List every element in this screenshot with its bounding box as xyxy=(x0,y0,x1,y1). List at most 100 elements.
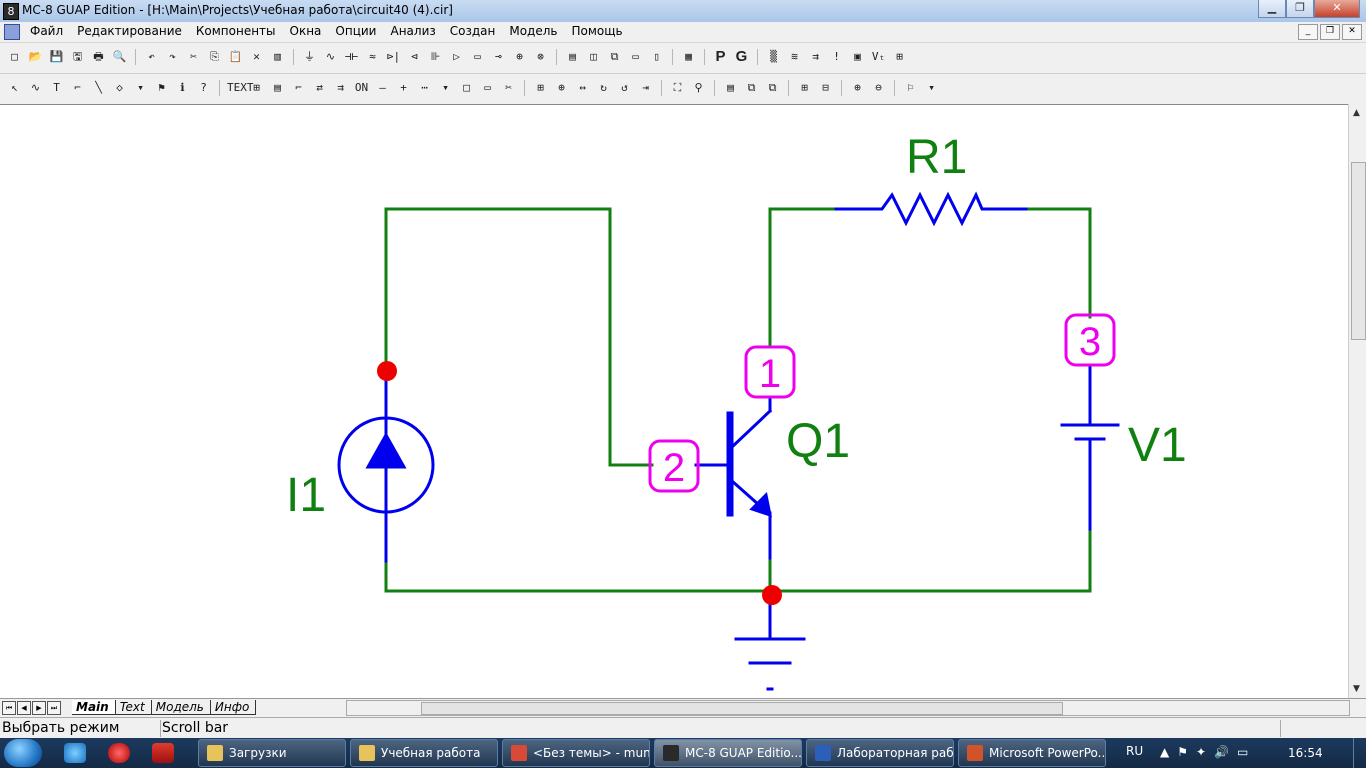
toolbar-button-icon[interactable]: ▥ xyxy=(274,50,281,63)
vertical-scrollbar[interactable]: ▲ ▼ xyxy=(1348,104,1366,698)
toolbar-button-icon[interactable]: 📋 xyxy=(228,50,243,63)
toolbar-button-icon[interactable]: ▭ xyxy=(484,81,491,94)
taskbar-button[interactable]: Загрузки xyxy=(198,739,346,767)
toolbar-button-icon[interactable]: ✂ xyxy=(190,50,197,63)
battery-v1[interactable] xyxy=(1060,365,1120,531)
scroll-down-icon[interactable]: ▼ xyxy=(1353,684,1360,694)
toolbar-button-icon[interactable]: ▦ xyxy=(685,50,692,63)
toolbar-button-icon[interactable]: ▤ xyxy=(274,81,281,94)
toolbar-button-icon[interactable]: ⚐ xyxy=(907,81,914,94)
next-tab-icon[interactable]: ▶ xyxy=(32,701,46,715)
toolbar-button-icon[interactable]: ✕ xyxy=(253,50,260,63)
tab-3[interactable]: Инфо xyxy=(210,700,257,715)
language-indicator[interactable]: RU xyxy=(1126,744,1144,758)
toolbar-button-icon[interactable]: ⊸ xyxy=(495,50,502,63)
toolbar-button-icon[interactable]: ⊕ xyxy=(854,81,861,94)
toolbar-button-icon[interactable]: □ xyxy=(463,81,470,94)
taskbar-button[interactable]: Лабораторная раб... xyxy=(806,739,954,767)
horizontal-scroll-thumb[interactable] xyxy=(421,702,1063,715)
taskbar-button[interactable]: MC-8 GUAP Editio... xyxy=(654,739,802,767)
toolbar-button-icon[interactable]: 🖶 xyxy=(93,50,104,63)
toolbar-button-icon[interactable]: ON xyxy=(354,81,369,94)
network-icon[interactable]: ✦ xyxy=(1196,745,1207,759)
toolbar-button-icon[interactable]: ⊖ xyxy=(875,81,882,94)
toolbar-button-icon[interactable]: ⇉ xyxy=(337,81,344,94)
toolbar-button-icon[interactable]: □ xyxy=(11,50,18,63)
show-hidden-icons-icon[interactable]: ▲ xyxy=(1160,745,1170,759)
toolbar-button-icon[interactable]: ⇥ xyxy=(642,81,649,94)
menu-item[interactable]: Создан xyxy=(449,24,496,38)
toolbar-button-icon[interactable]: ▾ xyxy=(137,81,144,94)
transistor-q1[interactable] xyxy=(694,397,773,563)
menu-item[interactable]: Модель xyxy=(509,24,558,38)
toolbar-button-icon[interactable]: ? xyxy=(200,81,207,94)
toolbar-button-icon[interactable]: ⊟ xyxy=(822,81,829,94)
taskbar-button[interactable]: Microsoft PowerPo... xyxy=(958,739,1106,767)
flag-icon[interactable]: ⚑ xyxy=(1177,745,1188,759)
prev-tab-icon[interactable]: ◀ xyxy=(17,701,31,715)
mdi-minimize-button[interactable]: _ xyxy=(1298,24,1318,40)
toolbar-button-icon[interactable]: + xyxy=(400,81,407,94)
toolbar-button-icon[interactable]: ▾ xyxy=(442,81,449,94)
mdi-restore-button[interactable]: ❐ xyxy=(1320,24,1340,40)
toolbar-button-icon[interactable]: ⊪ xyxy=(430,50,441,63)
opera-icon[interactable] xyxy=(108,743,130,763)
clock[interactable]: 16:54 xyxy=(1288,746,1323,760)
toolbar-button-icon[interactable]: ⇉ xyxy=(812,50,819,63)
toolbar-button-icon[interactable]: ⊗ xyxy=(537,50,544,63)
menu-item[interactable]: Опции xyxy=(335,24,377,38)
toolbar-button-icon[interactable]: 🖫 xyxy=(72,50,83,63)
toolbar-button-icon[interactable]: ▭ xyxy=(632,50,639,63)
toolbar-button-icon[interactable]: — xyxy=(379,81,386,94)
tab-2[interactable]: Модель xyxy=(151,700,211,715)
toolbar-button-icon[interactable]: ⏚ xyxy=(304,50,315,63)
i1-label[interactable]: I1 xyxy=(286,469,326,522)
toolbar-button-icon[interactable]: ⌐ xyxy=(295,81,302,94)
show-desktop-button[interactable] xyxy=(1353,738,1366,768)
toolbar-button-icon[interactable]: 🔍 xyxy=(112,50,127,63)
acrobat-icon[interactable] xyxy=(152,743,174,763)
first-tab-icon[interactable]: ⏮ xyxy=(2,701,16,715)
toolbar-button-icon[interactable]: ↔ xyxy=(579,81,586,94)
scroll-up-icon[interactable]: ▲ xyxy=(1353,108,1360,118)
toolbar-button-icon[interactable]: ⎘ xyxy=(210,50,219,63)
toolbar-button-icon[interactable]: ⚲ xyxy=(694,81,703,94)
toolbar-button-icon[interactable]: ! xyxy=(833,50,840,63)
toolbar-button-icon[interactable]: ⛶ xyxy=(673,81,682,94)
menu-item[interactable]: Окна xyxy=(289,24,322,38)
toolbar-button-icon[interactable]: G xyxy=(735,48,748,65)
toolbar-button-icon[interactable]: 📂 xyxy=(28,50,43,63)
toolbar-button-icon[interactable]: ▷ xyxy=(453,50,460,63)
toolbar-button-icon[interactable]: Vₜ xyxy=(871,50,886,63)
toolbar-button-icon[interactable]: ◫ xyxy=(590,50,597,63)
toolbar-button-icon[interactable]: TEXT xyxy=(227,81,254,94)
current-source-i1[interactable] xyxy=(337,369,435,563)
toolbar-button-icon[interactable]: ⌐ xyxy=(74,81,81,94)
tab-0[interactable]: Main xyxy=(72,700,116,715)
toolbar-button-icon[interactable]: ⚑ xyxy=(158,81,165,94)
toolbar-button-icon[interactable]: T xyxy=(53,81,60,94)
display-icon[interactable]: ▭ xyxy=(1237,745,1249,759)
menu-item[interactable]: Анализ xyxy=(390,24,436,38)
last-tab-icon[interactable]: ⏭ xyxy=(47,701,61,715)
r1-label[interactable]: R1 xyxy=(906,131,967,184)
schematic-canvas[interactable]: R1 Q1 I1 V1 1 2 3 xyxy=(0,104,1348,697)
toolbar-button-icon[interactable]: ↺ xyxy=(621,81,628,94)
mdi-close-button[interactable]: ✕ xyxy=(1342,24,1362,40)
toolbar-button-icon[interactable]: 💾 xyxy=(49,50,64,63)
toolbar-button-icon[interactable]: ⊞ xyxy=(537,81,544,94)
toolbar-button-icon[interactable]: ⧉ xyxy=(610,50,619,63)
internet-explorer-icon[interactable] xyxy=(64,743,86,763)
horizontal-scrollbar[interactable] xyxy=(346,700,1350,716)
toolbar-button-icon[interactable]: ⊳| xyxy=(386,50,401,63)
start-button[interactable] xyxy=(4,739,42,767)
toolbar-button-icon[interactable]: ↶ xyxy=(148,50,155,63)
toolbar-button-icon[interactable]: ▭ xyxy=(474,50,481,63)
ground-symbol[interactable] xyxy=(734,593,806,691)
toolbar-button-icon[interactable]: ╲ xyxy=(95,81,102,94)
restore-button[interactable]: ❐ xyxy=(1286,0,1314,18)
document-icon[interactable] xyxy=(4,24,20,40)
toolbar-button-icon[interactable]: ⊕ xyxy=(516,50,523,63)
toolbar-button-icon[interactable]: ▒ xyxy=(770,50,777,63)
toolbar-button-icon[interactable]: ⊞ xyxy=(253,81,260,94)
